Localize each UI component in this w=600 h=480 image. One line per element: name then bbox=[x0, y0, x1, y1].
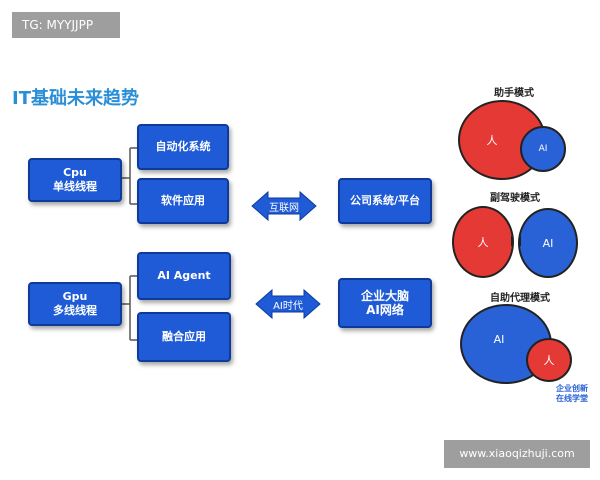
fusion-app-label: 融合应用 bbox=[162, 330, 206, 343]
copilot-ai-label: AI bbox=[542, 236, 554, 250]
autopilot-ai-label: AI bbox=[493, 332, 505, 346]
enterprise-brain-label: 企业大脑 bbox=[360, 289, 409, 303]
software-app-label: 软件应用 bbox=[161, 194, 205, 207]
logo: 企业创新 在线学堂 bbox=[556, 384, 588, 404]
copilot-ai-circle: AI bbox=[518, 208, 578, 278]
copilot-mode-title: 副驾驶模式 bbox=[490, 193, 540, 204]
automation-system-box: 自动化系统 bbox=[137, 124, 229, 170]
ai-agent-label: AI Agent bbox=[157, 269, 211, 282]
automation-system-label: 自动化系统 bbox=[155, 140, 211, 153]
logo-line1: 企业创新 bbox=[556, 384, 588, 393]
autopilot-human-label: 人 bbox=[543, 354, 555, 367]
multi-thread-label: 多线线程 bbox=[53, 304, 97, 317]
ai-agent-box: AI Agent bbox=[137, 252, 231, 300]
autopilot-mode-title: 自助代理模式 bbox=[490, 293, 550, 304]
gpu-label: Gpu bbox=[62, 290, 88, 303]
software-app-box: 软件应用 bbox=[137, 178, 229, 224]
company-platform-label: 公司系统/平台 bbox=[349, 194, 421, 207]
ai-era-label: AI时代 bbox=[273, 301, 303, 312]
copilot-link-icon bbox=[511, 236, 521, 246]
ai-network-label: AI网络 bbox=[366, 303, 404, 317]
assistant-human-label: 人 bbox=[486, 134, 498, 147]
fusion-app-box: 融合应用 bbox=[137, 312, 231, 362]
assistant-ai-label: AI bbox=[538, 144, 548, 154]
telegram-tag: TG: MYYJJPP bbox=[12, 12, 120, 38]
copilot-human-label: 人 bbox=[477, 236, 489, 249]
website-watermark: www.xiaoqizhuji.com bbox=[444, 440, 590, 468]
company-platform-box: 公司系统/平台 bbox=[338, 178, 432, 224]
autopilot-human-circle: 人 bbox=[526, 338, 572, 382]
copilot-human-circle: 人 bbox=[452, 206, 514, 278]
ai-era-arrow bbox=[255, 288, 321, 320]
logo-line2: 在线学堂 bbox=[556, 394, 588, 403]
cpu-label: Cpu bbox=[63, 166, 87, 179]
single-thread-label: 单线线程 bbox=[53, 180, 97, 193]
cpu-single-thread-box: Cpu 单线线程 bbox=[28, 158, 122, 202]
internet-arrow bbox=[251, 190, 317, 222]
assistant-mode-title: 助手模式 bbox=[494, 88, 534, 99]
cpu-bracket bbox=[122, 147, 137, 205]
internet-label: 互联网 bbox=[269, 203, 299, 214]
gpu-multi-thread-box: Gpu 多线线程 bbox=[28, 282, 122, 326]
gpu-bracket bbox=[122, 275, 137, 341]
assistant-ai-circle: AI bbox=[520, 126, 566, 172]
diagram-title: IT基础未来趋势 bbox=[12, 88, 139, 109]
enterprise-brain-box: 企业大脑 AI网络 bbox=[338, 278, 432, 328]
